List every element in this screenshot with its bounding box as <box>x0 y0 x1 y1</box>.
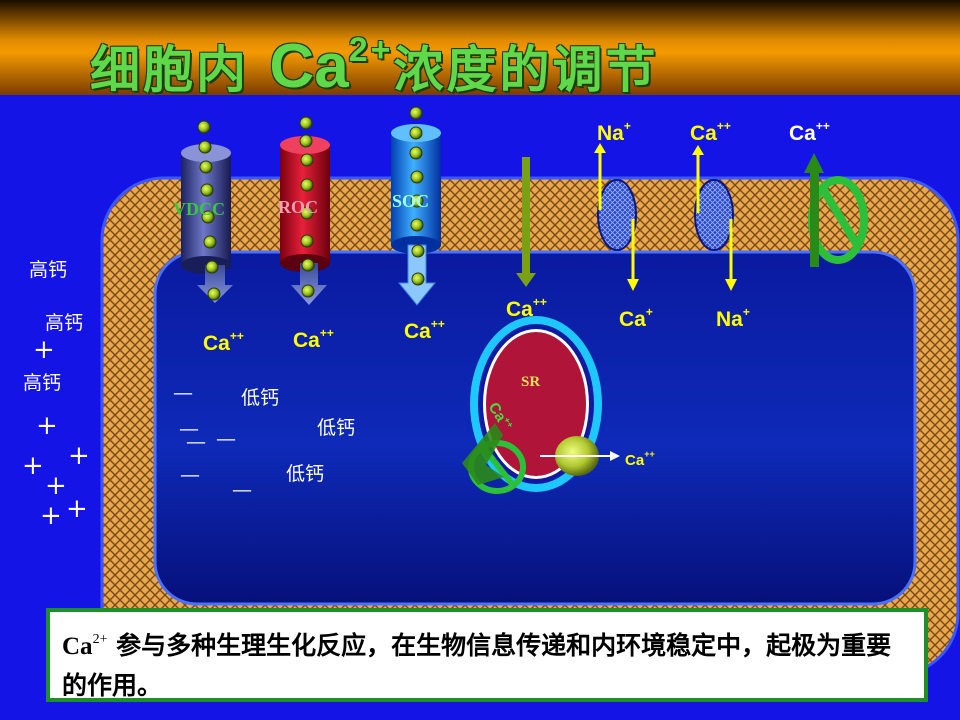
info-body: 参与多种生理生化反应，在生物信息传递和内环境稳定中，起极为重要的作用。 <box>62 631 892 700</box>
ca-roc-label: Ca++ <box>293 326 334 352</box>
plus-sign: + <box>22 451 44 481</box>
ca-pump <box>804 153 868 267</box>
plus-sign: + <box>40 501 62 531</box>
info-text: Ca2+ 参与多种生理生化反应，在生物信息传递和内环境稳定中，起极为重要的作用。 <box>62 620 906 705</box>
sr-label: SR <box>521 374 541 390</box>
minus-sign: — <box>180 462 200 486</box>
title-suffix: 浓度的调节 <box>393 41 659 99</box>
plus-sign: + <box>45 471 67 501</box>
roc-label: ROC <box>278 197 318 217</box>
exchanger-left <box>594 143 639 291</box>
roc-channel <box>280 116 330 305</box>
na-out-label: Na+ <box>597 119 631 145</box>
diagram-stage: VDCC ROC SOC SR Ca++ Ca++ Ca++ Ca++ Ca++… <box>0 95 960 720</box>
sr-pump <box>462 423 526 494</box>
ca-soc-label: Ca++ <box>404 317 445 343</box>
roc-arrow <box>291 263 327 305</box>
plus-sign: + <box>68 441 90 471</box>
ca-out-exchange-label: Ca++ <box>690 119 731 145</box>
info-box: Ca2+ 参与多种生理生化反应，在生物信息传递和内环境稳定中，起极为重要的作用。 <box>46 608 928 702</box>
minus-sign: — <box>179 416 199 440</box>
vdcc-channel <box>181 120 233 303</box>
plus-sign: + <box>66 494 88 524</box>
title-prefix: 细胞内 <box>90 41 270 99</box>
plus-sign: + <box>36 411 58 441</box>
title-charge: 2+ <box>348 31 394 69</box>
exchanger-right <box>692 145 737 291</box>
low-calcium-label-1: 低钙 <box>241 387 280 409</box>
high-calcium-label-1: 高钙 <box>29 259 68 281</box>
minus-sign: — <box>186 429 206 453</box>
soc-channel <box>391 106 441 306</box>
ca-in-exchange-label: Ca+ <box>619 305 653 331</box>
high-calcium-label-2: 高钙 <box>45 312 84 334</box>
low-calcium-label-3: 低钙 <box>286 463 325 485</box>
ca-influx-label: Ca++ <box>506 295 547 321</box>
info-ca: Ca <box>62 633 93 660</box>
ca-influx-arrow <box>516 157 536 287</box>
vdcc-arrow <box>197 265 233 303</box>
ca-out-pump-label: Ca++ <box>789 119 830 145</box>
title-ca: Ca <box>269 32 349 101</box>
na-in-label: Na+ <box>716 305 750 331</box>
sr-release <box>540 436 620 476</box>
minus-sign: — <box>216 426 236 450</box>
vdcc-label: VDCC <box>173 199 225 219</box>
page-title: 细胞内 Ca2+浓度的调节 <box>90 10 658 101</box>
title-bar <box>0 0 960 95</box>
minus-sign: — <box>173 380 193 404</box>
cell-diagram <box>100 106 960 677</box>
plus-sign: + <box>33 335 55 365</box>
info-charge: 2+ <box>92 632 108 647</box>
ca-vdcc-label: Ca++ <box>203 329 244 355</box>
minus-sign: — <box>232 477 252 501</box>
soc-label: SOC <box>392 191 430 211</box>
low-calcium-label-2: 低钙 <box>317 417 356 439</box>
sr-release-label: Ca++ <box>625 449 655 469</box>
high-calcium-label-3: 高钙 <box>23 372 62 394</box>
